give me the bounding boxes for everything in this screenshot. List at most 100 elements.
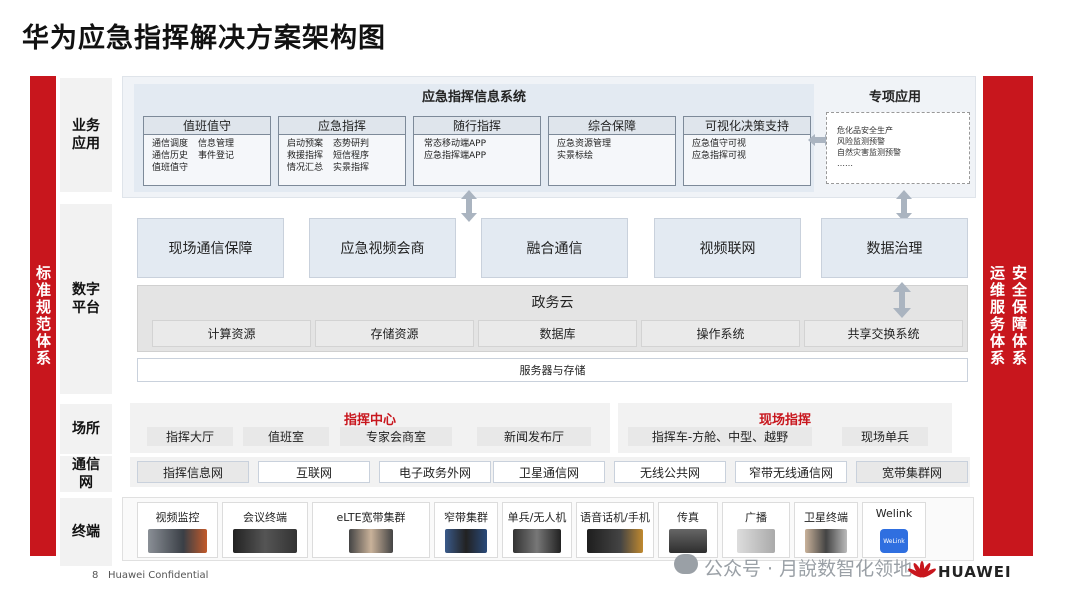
- info-system-title: 应急指挥信息系统: [134, 86, 814, 105]
- card-visual-header: 可视化决策支持: [684, 117, 810, 135]
- left-standards-bar: 标准规范体系: [30, 76, 56, 556]
- welink-logo-icon: WeLink: [880, 529, 908, 553]
- special-app-item: 危化品安全生产: [837, 125, 959, 136]
- network-narrowband: 窄带无线通信网: [735, 461, 847, 483]
- card-command-item: 救援指挥: [287, 150, 323, 162]
- card-mobile-item: 常态移动端APP: [424, 138, 530, 150]
- terminal-label: Welink: [863, 507, 925, 520]
- cloud-item-exchange: 共享交换系统: [804, 320, 963, 347]
- service-converged-comm: 融合通信: [481, 218, 628, 278]
- row-label-network: 通信网: [60, 456, 112, 492]
- field-command-title: 现场指挥: [618, 409, 952, 428]
- right-bar-label-security: 安全保障体系: [1010, 265, 1028, 367]
- fax-icon: [669, 529, 707, 553]
- venue-expert-room: 专家会商室: [340, 427, 452, 446]
- terminal-phone: 语音话机/手机: [576, 502, 654, 558]
- card-command-item: 情况汇总: [287, 162, 323, 174]
- service-field-comm: 现场通信保障: [137, 218, 284, 278]
- network-command-info: 指挥信息网: [137, 461, 249, 483]
- command-center-title: 指挥中心: [130, 409, 610, 428]
- card-command-item: 态势研判: [333, 138, 369, 150]
- left-bar-label: 标准规范体系: [34, 265, 52, 367]
- terminal-label: 传真: [659, 509, 717, 525]
- card-support: 综合保障 应急资源管理实景标绘: [548, 116, 676, 186]
- venue-field-soldier: 现场单兵: [842, 427, 928, 446]
- card-command: 应急指挥 启动预案救援指挥情况汇总 态势研判短信程序实景指挥: [278, 116, 406, 186]
- card-duty-item: 通信历史: [152, 150, 188, 162]
- card-command-item: 启动预案: [287, 138, 323, 150]
- card-support-item: 应急资源管理: [557, 138, 667, 150]
- terminal-elte: eLTE宽带集群: [312, 502, 430, 558]
- drone-icon: [513, 529, 561, 553]
- venue-press-hall: 新闻发布厅: [477, 427, 591, 446]
- huawei-logo-icon: [908, 560, 936, 582]
- terminal-welink: Welink WeLink: [862, 502, 926, 558]
- special-app-item: 自然灾害监测预警: [837, 147, 959, 158]
- card-mobile-header: 随行指挥: [414, 117, 540, 135]
- network-public-wireless: 无线公共网: [614, 461, 726, 483]
- terminal-conference: 会议终端: [222, 502, 308, 558]
- terminal-label: 会议终端: [223, 509, 307, 525]
- handset-icon: [349, 529, 393, 553]
- radio-icon: [445, 529, 487, 553]
- card-duty-item: 信息管理: [198, 138, 234, 150]
- row-label-digital: 数字平台: [60, 204, 112, 394]
- row-label-network-text: 通信网: [70, 456, 102, 492]
- terminal-narrowband: 窄带集群: [434, 502, 498, 558]
- cloud-item-storage: 存储资源: [315, 320, 474, 347]
- card-duty-item: 通信调度: [152, 138, 188, 150]
- terminal-label: 视频监控: [138, 509, 217, 525]
- venue-duty-room: 值班室: [243, 427, 329, 446]
- card-visual-item: 应急值守可视: [692, 138, 802, 150]
- row-label-terminal: 终端: [60, 498, 112, 566]
- special-apps-box: 危化品安全生产 风险监测预警 自然灾害监测预警 ……: [826, 112, 970, 184]
- terminal-satellite: 卫星终端: [794, 502, 858, 558]
- conference-device-icon: [233, 529, 297, 553]
- network-broadband-trunk: 宽带集群网: [856, 461, 968, 483]
- network-gov-extranet: 电子政务外网: [379, 461, 491, 483]
- row-label-venue: 场所: [60, 404, 112, 454]
- card-command-item: 实景指挥: [333, 162, 369, 174]
- watermark-text: 公众号 · 月說数智化领地: [704, 554, 912, 581]
- service-video-network: 视频联网: [654, 218, 801, 278]
- updown-arrow-icon: [459, 190, 479, 222]
- server-storage: 服务器与存储: [137, 358, 968, 382]
- network-satellite: 卫星通信网: [493, 461, 605, 483]
- updown-arrow-icon: [891, 282, 913, 318]
- row-label-business-text: 业务应用: [70, 117, 102, 153]
- terminal-soldier-drone: 单兵/无人机: [502, 502, 572, 558]
- wechat-icon: [674, 554, 698, 574]
- card-mobile-item: 应急指挥端APP: [424, 150, 530, 162]
- venue-command-vehicle: 指挥车-方舱、中型、越野: [628, 427, 812, 446]
- special-app-item: 风险监测预警: [837, 136, 959, 147]
- terminal-label: 广播: [723, 509, 789, 525]
- terminal-broadcast: 广播: [722, 502, 790, 558]
- row-label-terminal-text: 终端: [72, 523, 100, 541]
- loudspeaker-icon: [737, 529, 775, 553]
- camera-icon: [148, 529, 207, 553]
- cloud-item-database: 数据库: [478, 320, 637, 347]
- cloud-item-compute: 计算资源: [152, 320, 311, 347]
- terminal-video-surveillance: 视频监控: [137, 502, 218, 558]
- card-duty: 值班值守 通信调度通信历史值班值守 信息管理事件登记: [143, 116, 271, 186]
- network-internet: 互联网: [258, 461, 370, 483]
- row-label-venue-text: 场所: [72, 420, 100, 438]
- card-support-item: 实景标绘: [557, 150, 667, 162]
- card-visual: 可视化决策支持 应急值守可视应急指挥可视: [683, 116, 811, 186]
- card-duty-item: 值班值守: [152, 162, 188, 174]
- special-app-item: ……: [837, 158, 959, 169]
- terminal-fax: 传真: [658, 502, 718, 558]
- card-duty-header: 值班值守: [144, 117, 270, 135]
- page-number: 8: [92, 570, 98, 581]
- terminal-label: 单兵/无人机: [503, 509, 571, 525]
- gov-cloud-title: 政务云: [137, 292, 968, 312]
- card-visual-item: 应急指挥可视: [692, 150, 802, 162]
- row-label-business: 业务应用: [60, 78, 112, 192]
- page-title: 华为应急指挥解决方案架构图: [22, 16, 386, 55]
- service-data-governance: 数据治理: [821, 218, 968, 278]
- service-video-consult: 应急视频会商: [309, 218, 456, 278]
- card-command-item: 短信程序: [333, 150, 369, 162]
- confidential-label: Huawei Confidential: [108, 570, 208, 581]
- right-system-bar: 运维服务体系 安全保障体系: [983, 76, 1033, 556]
